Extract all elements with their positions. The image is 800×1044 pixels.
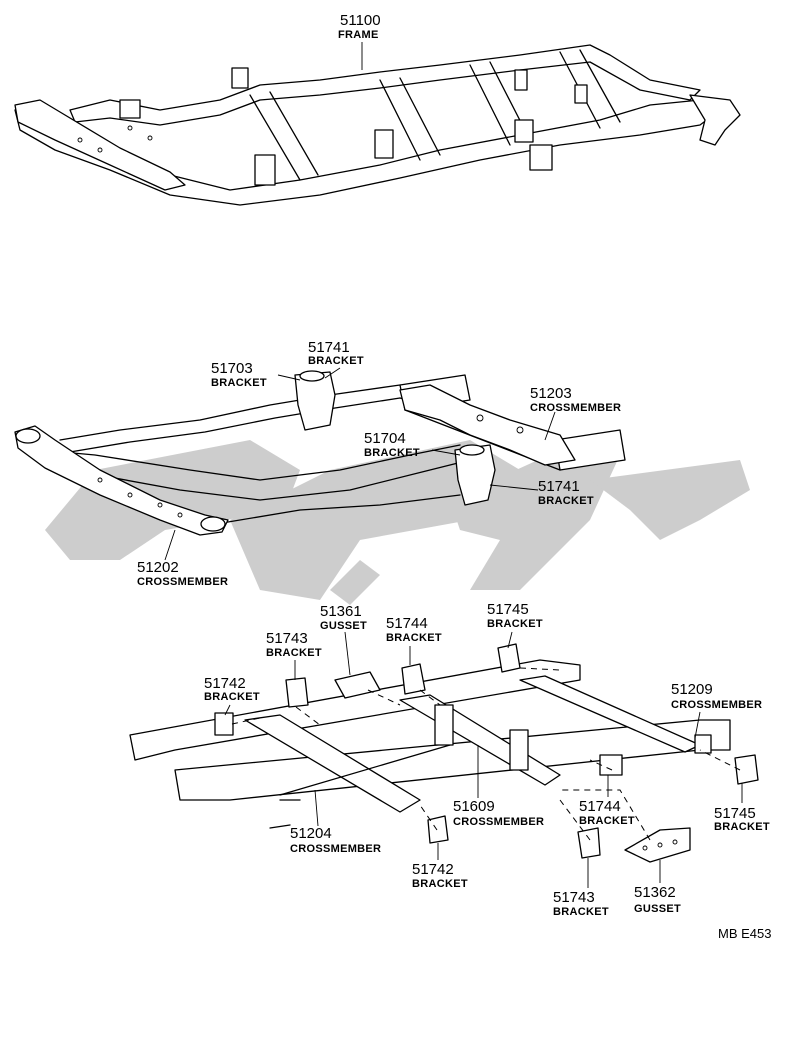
part-name: BRACKET — [386, 632, 442, 644]
part-number: 51209 — [671, 681, 713, 698]
callout-gusset-b: 51362 GUSSET — [634, 884, 681, 915]
part-number: 51744 — [579, 798, 621, 815]
part-name: BRACKET — [308, 355, 364, 367]
part-name: BRACKET — [487, 618, 543, 630]
callout-bracket-g: 51743 BRACKET — [266, 630, 322, 659]
callout-bracket-i: 51744 BRACKET — [579, 798, 635, 827]
part-number: 51100 — [340, 12, 381, 29]
part-number: 51609 — [453, 798, 495, 815]
part-name: GUSSET — [320, 620, 367, 632]
frame-assembly-drawing — [14, 44, 741, 206]
callout-bracket-a: 51741 BRACKET — [308, 339, 364, 367]
watermark-logo — [45, 440, 750, 605]
part-name: BRACKET — [412, 878, 468, 890]
part-number: 51204 — [290, 825, 332, 842]
diagram-reference-code: MB E453 — [718, 926, 771, 941]
part-name: BRACKET — [266, 647, 322, 659]
part-name: BRACKET — [579, 815, 635, 827]
part-name: BRACKET — [714, 821, 770, 833]
callout-crossmember-c: 51209 CROSSMEMBER — [671, 681, 762, 711]
part-number: 51202 — [137, 559, 179, 576]
callout-gusset-a: 51361 GUSSET — [320, 603, 367, 632]
part-number: 51743 — [553, 889, 595, 906]
part-number: 51745 — [714, 805, 756, 822]
part-name: BRACKET — [553, 906, 609, 918]
callout-bracket-e: 51744 BRACKET — [386, 615, 442, 644]
part-number: 51745 — [487, 601, 529, 618]
callout-bracket-f: 51745 BRACKET — [487, 601, 543, 630]
part-number: 51361 — [320, 603, 362, 620]
part-number: 51203 — [530, 385, 572, 402]
part-number: 51742 — [204, 675, 246, 692]
part-number: 51741 — [308, 339, 350, 356]
callout-bracket-d: 51741 BRACKET — [538, 478, 594, 507]
rear-crossmember-drawing — [129, 643, 759, 863]
part-number: 51741 — [538, 478, 580, 495]
part-name: BRACKET — [211, 377, 267, 389]
part-name: CROSSMEMBER — [137, 576, 228, 588]
part-number: 51744 — [386, 615, 428, 632]
part-number: 51742 — [412, 861, 454, 878]
part-name: FRAME — [338, 29, 379, 41]
part-name: CROSSMEMBER — [671, 699, 762, 711]
leader-lines — [164, 42, 743, 888]
callout-bracket-b: 51703 BRACKET — [211, 360, 267, 389]
part-name: GUSSET — [634, 903, 681, 915]
part-number: 51704 — [364, 430, 406, 447]
part-name: CROSSMEMBER — [290, 843, 381, 855]
callout-bracket-l: 51743 BRACKET — [553, 889, 609, 918]
callout-crossmember-a: 51203 CROSSMEMBER — [530, 385, 621, 414]
callout-frame: 51100 FRAME — [338, 12, 381, 41]
part-number: 51362 — [634, 884, 676, 901]
callout-bracket-h: 51742 BRACKET — [204, 675, 260, 703]
part-number: 51743 — [266, 630, 308, 647]
callout-bracket-c: 51704 BRACKET — [364, 430, 420, 459]
part-name: BRACKET — [364, 447, 420, 459]
part-name: BRACKET — [204, 691, 260, 703]
callout-bracket-k: 51742 BRACKET — [412, 861, 468, 890]
part-name: BRACKET — [538, 495, 594, 507]
callout-bracket-j: 51745 BRACKET — [714, 805, 770, 833]
front-crossmember-drawing — [14, 370, 626, 536]
part-name: CROSSMEMBER — [453, 816, 544, 828]
callout-crossmember-d: 51609 CROSSMEMBER — [453, 798, 544, 828]
part-number: 51703 — [211, 360, 253, 377]
part-name: CROSSMEMBER — [530, 402, 621, 414]
callout-crossmember-b: 51202 CROSSMEMBER — [137, 559, 228, 588]
callout-crossmember-e: 51204 CROSSMEMBER — [290, 825, 381, 855]
